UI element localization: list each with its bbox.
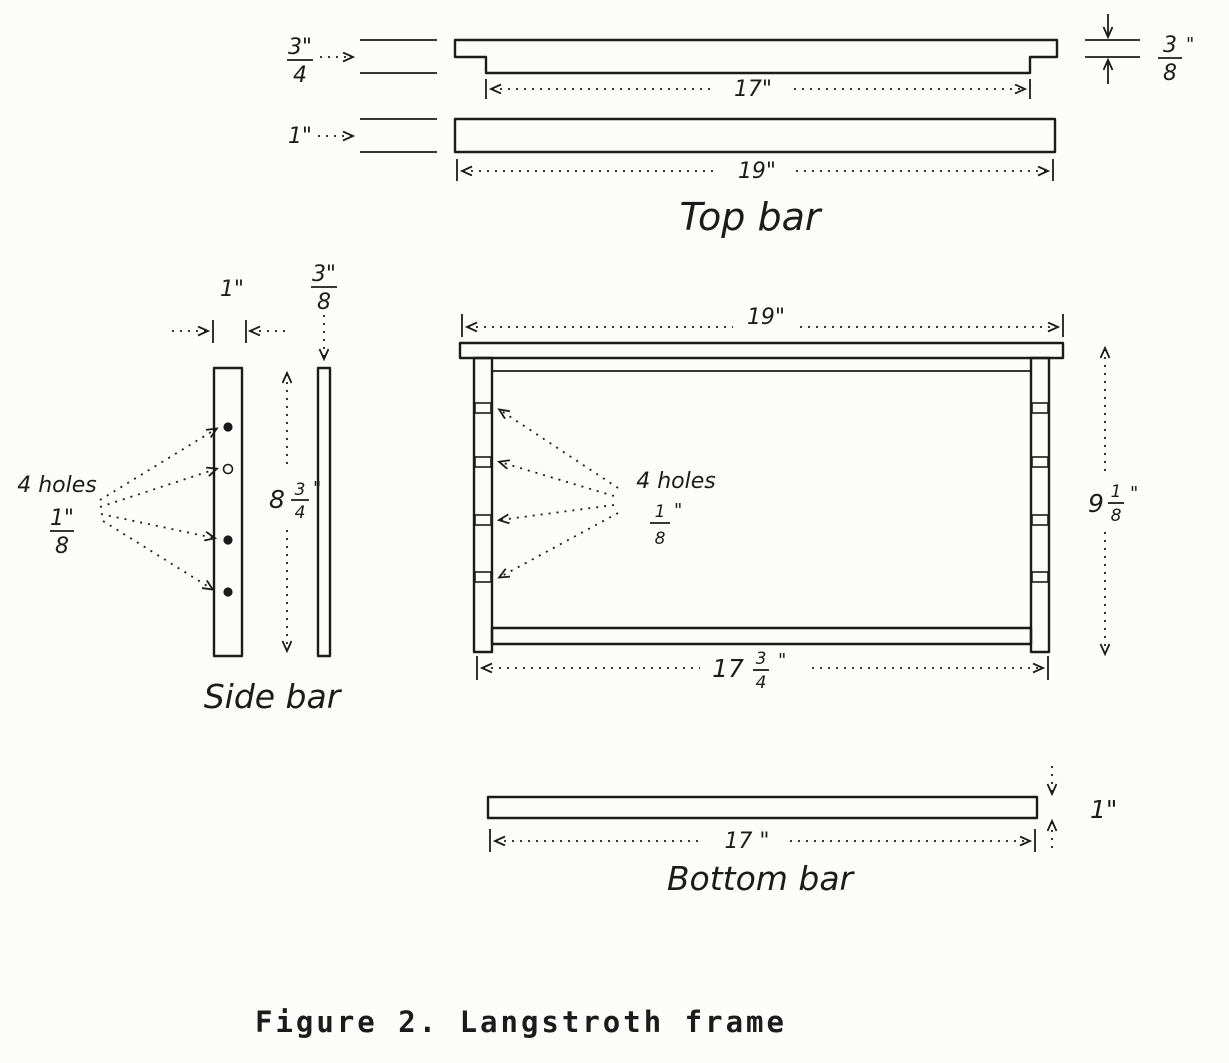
dim-text-denominator: 8 <box>317 290 331 315</box>
frame-hole-slot <box>474 571 492 583</box>
dim-text: 1" <box>220 277 244 302</box>
hole-size-numerator: 1" <box>50 506 74 531</box>
side-bar-hole <box>223 535 233 545</box>
dim-frame-bottom-length: 17 3 4 " <box>476 649 1049 693</box>
frame-hole-slot <box>1031 456 1049 468</box>
hole-size-unit: " <box>674 500 682 521</box>
side-bar-front-shape <box>212 366 244 658</box>
frame-top-bar <box>458 341 1065 360</box>
dim-text-whole: 17 <box>712 654 744 683</box>
dim-frame-height: 9 1 8 " <box>1088 349 1138 653</box>
leader-arrow <box>500 410 619 489</box>
dim-text-numerator: 3 <box>756 649 767 669</box>
bottom-bar-title: Bottom bar <box>667 859 856 898</box>
sidebar-holes-callout: 4 holes 1" 8 <box>17 429 216 589</box>
leader-arrow <box>500 462 615 497</box>
top-bar-section: 3" 4 3 8 " 17" 1" <box>287 14 1194 239</box>
dim-topbar-end-thickness: 3 8 " <box>1085 14 1194 86</box>
side-bar-hole <box>223 587 233 597</box>
holes-label: 4 holes <box>17 473 97 498</box>
dim-topbar-mid-thickness: 3" 4 <box>287 35 352 88</box>
side-bar-hole <box>222 463 234 475</box>
frame-hole-slot <box>1031 402 1049 414</box>
dim-text: 19" <box>738 159 776 184</box>
leader-arrow <box>99 429 216 501</box>
dim-sidebar-width: 1" <box>172 277 287 343</box>
dim-text-denominator: 4 <box>756 673 767 693</box>
dim-text: 1" <box>288 124 312 149</box>
dim-text-numerator: 3 <box>1163 33 1177 58</box>
leader-arrow <box>100 513 214 538</box>
dim-text-denominator: 8 <box>1163 61 1177 86</box>
dim-bottombar-thickness: 1" <box>1052 766 1117 848</box>
side-bar-title: Side bar <box>204 677 343 716</box>
dim-text-whole: 8 <box>269 485 285 514</box>
figure-caption: Figure 2. Langstroth frame <box>255 1005 787 1039</box>
leader-arrow <box>102 520 212 589</box>
dim-text-unit: " <box>778 650 786 671</box>
dim-text-unit: " <box>1130 483 1138 504</box>
frame-hole-slot <box>1031 514 1049 526</box>
frame-left-side-bar <box>472 356 494 654</box>
dim-text: 17 " <box>724 829 769 854</box>
bottom-bar-shape <box>486 795 1039 820</box>
hole-size-numerator: 1 <box>655 502 666 522</box>
leader-arrow <box>500 512 619 577</box>
dim-topbar-plan-length: 19" <box>456 159 1054 184</box>
hole-size-denominator: 8 <box>655 529 666 549</box>
dim-text: 19" <box>747 305 785 330</box>
dim-sidebar-height: 8 3 4 " <box>269 374 321 650</box>
top-bar-title: Top bar <box>680 195 823 239</box>
dim-text-unit: " <box>1186 34 1194 55</box>
leader-arrow <box>99 469 216 508</box>
dim-bottombar-length: 17 " <box>489 829 1036 854</box>
frame-hole-slot <box>1031 571 1049 583</box>
dim-text-numerator: 3 <box>295 480 306 500</box>
dim-text-numerator: 3" <box>312 262 336 287</box>
dim-text-denominator: 4 <box>295 503 306 523</box>
dim-text-numerator: 1 <box>1111 482 1122 502</box>
leader-arrow <box>500 504 615 520</box>
side-bar-section: 1" 3" 8 8 3 4 " <box>17 262 342 716</box>
dim-topbar-profile-length: 17" <box>485 77 1031 102</box>
top-bar-profile-shape <box>453 38 1059 75</box>
dim-text-denominator: 8 <box>1111 506 1122 526</box>
dim-text-numerator: 3" <box>288 35 312 60</box>
dim-text: 1" <box>1090 795 1117 824</box>
frame-right-side-bar <box>1029 356 1051 654</box>
frame-hole-slot <box>474 402 492 414</box>
dim-text-denominator: 4 <box>293 63 307 88</box>
frame-holes-callout: 4 holes 1 8 " <box>500 410 716 577</box>
frame-assembly-section: 19" 4 holes 1 8 " <box>458 305 1138 693</box>
frame-bottom-bar <box>490 626 1033 646</box>
dim-text: 17" <box>734 77 772 102</box>
side-bar-hole <box>223 422 233 432</box>
dim-frame-top-length: 19" <box>461 305 1064 337</box>
side-bar-edge-shape <box>316 366 332 658</box>
bottom-bar-section: 1" 17 " Bottom bar <box>486 766 1117 898</box>
dim-topbar-plan-thickness: 1" <box>288 124 352 149</box>
frame-hole-slot <box>474 514 492 526</box>
top-bar-plan-shape <box>453 117 1057 154</box>
hole-size-denominator: 8 <box>55 534 69 559</box>
frame-hole-slot <box>474 456 492 468</box>
dim-text-whole: 9 <box>1088 489 1104 518</box>
holes-label: 4 holes <box>636 469 716 494</box>
dim-sidebar-thickness: 3" 8 <box>311 262 337 358</box>
